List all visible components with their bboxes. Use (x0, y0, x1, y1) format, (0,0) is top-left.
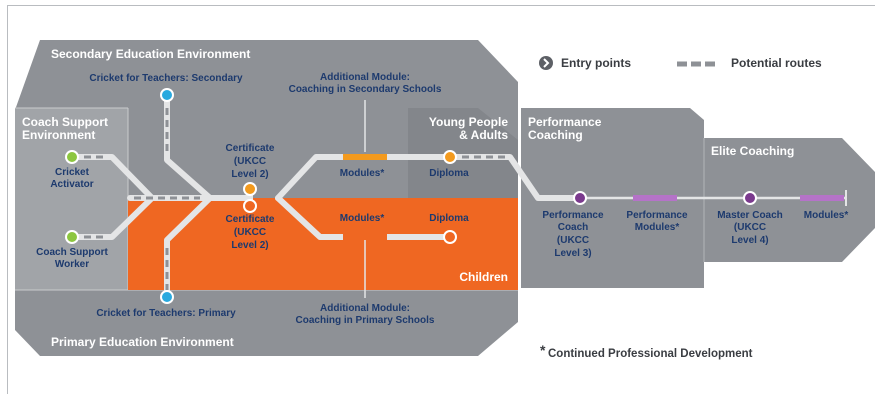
potential-route-dashes (84, 108, 505, 290)
legend-route-label: Potential routes (731, 56, 822, 70)
young-people-title-1: Young People (429, 115, 508, 129)
certificate-children-label-2: (UKCC (234, 227, 266, 238)
track-children (275, 195, 453, 240)
young-people-title-2: & Adults (459, 128, 508, 142)
certificate-yp-label-3: Level 2) (231, 169, 268, 180)
entry-teachers-secondary-marker (160, 88, 174, 102)
legend-entry-label: Entry points (561, 56, 631, 70)
teachers-primary-label: Cricket for Teachers: Primary (96, 308, 236, 319)
frame-top-border (7, 5, 875, 6)
certificate-children-marker (243, 199, 257, 213)
coach-support-panel (15, 108, 128, 290)
elite-modules-label: Modules* (804, 210, 849, 221)
activator-label-1: Cricket (55, 167, 90, 178)
track-secondary-teachers (164, 92, 213, 201)
additional-primary-label-2: Coaching in Primary Schools (296, 315, 435, 326)
additional-primary-label-1: Additional Module: (320, 303, 410, 314)
module-mark-yp (343, 154, 387, 160)
elite-title: Elite Coaching (711, 144, 794, 158)
station-markers (243, 150, 757, 244)
support-worker-label-1: Coach Support (36, 247, 108, 258)
frame-left-border (7, 5, 8, 394)
entry-activator-marker (65, 150, 79, 164)
legend-entry-chevron (543, 58, 550, 68)
activator-label-2: Activator (50, 179, 93, 190)
children-title: Children (459, 270, 508, 284)
master-coach-label-1: Master Coach (717, 210, 783, 221)
diploma-children-label: Diploma (429, 213, 469, 224)
performance-coach-label-2: Coach (558, 222, 589, 233)
master-coach-label-3: Level 4) (731, 235, 768, 246)
track-young-people (275, 154, 453, 201)
performance-title-1: Performance (528, 115, 602, 129)
performance-coach-label-4: Level 3) (554, 248, 591, 259)
diploma-children-marker (443, 230, 457, 244)
additional-secondary-label-2: Coaching in Secondary Schools (289, 84, 442, 95)
elite-panel (704, 138, 875, 262)
entry-teachers-primary-marker (160, 290, 174, 304)
certificate-children-label-1: Certificate (226, 214, 275, 225)
secondary-environment-title: Secondary Education Environment (51, 47, 250, 61)
support-worker-label-2: Worker (55, 259, 89, 270)
coach-support-title-1: Coach Support (22, 115, 108, 129)
performance-title-2: Coaching (528, 128, 583, 142)
diploma-yp-label: Diploma (429, 168, 469, 179)
module-marks (343, 154, 847, 240)
master-coach-label-2: (UKCC (734, 222, 766, 233)
legend-entry-icon (539, 56, 553, 70)
performance-coach-label-3: (UKCC (557, 235, 589, 246)
coach-support-title-2: Environment (22, 128, 95, 142)
young-people-panel (408, 108, 518, 198)
performance-modules-label-2: Modules* (635, 222, 680, 233)
teachers-secondary-label: Cricket for Teachers: Secondary (89, 73, 243, 84)
master-coach-marker (743, 191, 757, 205)
additional-secondary-label-1: Additional Module: (320, 72, 410, 83)
footnote-text: Continued Professional Development (548, 348, 753, 360)
primary-environment-title: Primary Education Environment (51, 335, 234, 349)
legend: Entry points Potential routes (539, 56, 822, 70)
footnote-asterisk: * (540, 342, 546, 358)
modules-yp-label: Modules* (340, 168, 385, 179)
performance-coach-label-1: Performance (542, 210, 604, 221)
module-mark-performance (633, 195, 677, 201)
entry-markers (65, 88, 174, 304)
certificate-yp-label-1: Certificate (226, 143, 275, 154)
certificate-yp-marker (243, 182, 257, 196)
certificate-yp-label-2: (UKCC (234, 156, 266, 167)
module-mark-elite (800, 195, 844, 201)
performance-coach-marker (573, 191, 587, 205)
modules-children-label: Modules* (340, 213, 385, 224)
entry-support-worker-marker (65, 230, 79, 244)
diploma-yp-marker (443, 150, 457, 164)
module-mark-children (343, 234, 387, 240)
certificate-children-label-3: Level 2) (231, 240, 268, 251)
performance-modules-label-1: Performance (626, 210, 688, 221)
